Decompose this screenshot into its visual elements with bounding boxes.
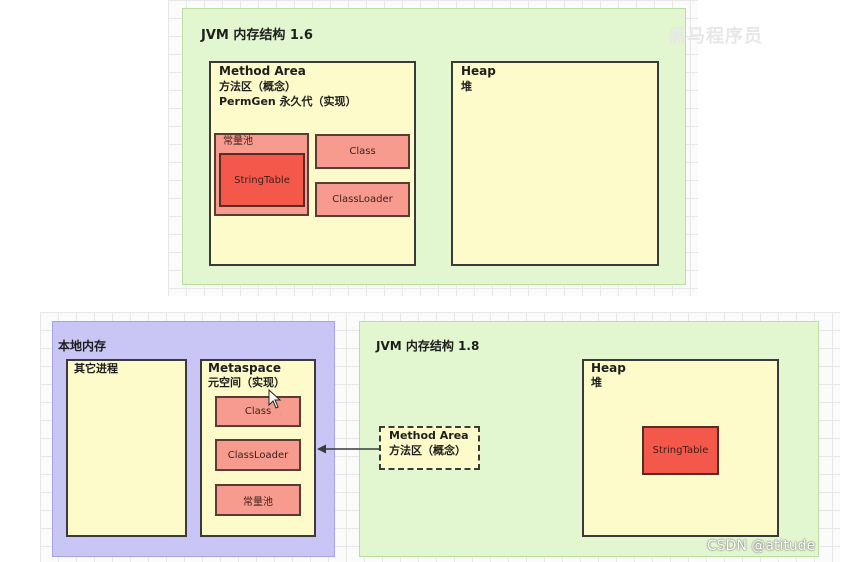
- metaspace-constant-pool: 常量池: [215, 484, 301, 516]
- heap-18-title: Heap: [591, 361, 626, 375]
- class-loader-16: ClassLoader: [315, 182, 410, 217]
- class-16-label: Class: [349, 146, 376, 157]
- method-area-18-title: Method Area: [389, 429, 469, 442]
- metaspace-subtitle: 元空间（实现）: [208, 376, 285, 389]
- class-loader-16-label: ClassLoader: [332, 194, 393, 205]
- metaspace-class: Class: [215, 396, 301, 427]
- string-table-18-label: StringTable: [652, 445, 709, 456]
- string-table-18: StringTable: [642, 426, 719, 475]
- method-area-16-title: Method Area: [219, 64, 306, 78]
- method-area-16-permgen: PermGen 永久代（实现）: [219, 95, 357, 108]
- heap-16: [451, 61, 659, 266]
- metaspace-class-label: Class: [244, 406, 272, 417]
- metaspace-class-loader: ClassLoader: [215, 439, 301, 471]
- heap-16-subtitle: 堆: [461, 80, 472, 93]
- method-area-18-subtitle: 方法区（概念）: [389, 444, 466, 457]
- arrow-icon: [317, 444, 379, 454]
- mouse-cursor-icon: [268, 389, 282, 409]
- heap-18-subtitle: 堆: [591, 376, 602, 389]
- string-table-16-label: StringTable: [234, 174, 290, 186]
- metaspace-class-loader-label: ClassLoader: [227, 449, 289, 461]
- method-area-18: [379, 426, 480, 470]
- csdn-credit: CSDN @atitude: [707, 538, 816, 554]
- native-memory-title: 本地内存: [58, 339, 107, 353]
- heap-16-title: Heap: [461, 64, 496, 78]
- metaspace-constant-pool-label: 常量池: [243, 496, 273, 508]
- string-table-16: StringTable: [219, 153, 305, 207]
- constant-pool-16-label: 常量池: [223, 136, 253, 147]
- watermark: 黑马程序员: [668, 26, 763, 47]
- jvm18-title: JVM 内存结构 1.8: [376, 339, 480, 353]
- class-16: Class: [315, 134, 410, 169]
- jvm16-title: JVM 内存结构 1.6: [201, 28, 313, 43]
- metaspace-title: Metaspace: [208, 361, 281, 375]
- other-process-label: 其它进程: [74, 362, 118, 375]
- method-area-16-concept: 方法区（概念）: [219, 80, 296, 93]
- other-process-box: [66, 359, 187, 537]
